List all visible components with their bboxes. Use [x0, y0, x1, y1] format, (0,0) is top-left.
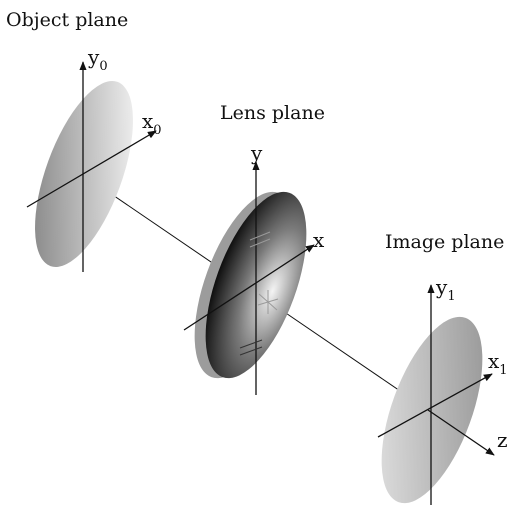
lens-x-axis [183, 244, 315, 331]
object-y0-label: y0 [87, 45, 108, 74]
lens-tick [239, 339, 263, 349]
image-plane-disk [381, 316, 483, 504]
image-x-axis [377, 373, 493, 438]
image-plane [377, 284, 495, 505]
lens-tick [239, 346, 263, 356]
image-plane-label: Image plane [385, 231, 504, 253]
lens-plane-label: Lens plane [220, 102, 325, 124]
object-plane-label: Object plane [6, 9, 128, 31]
object-plane [26, 61, 157, 272]
lens-y-label: y [250, 141, 263, 165]
object-x0-label: x0 [142, 109, 162, 138]
image-z-label: z [497, 428, 508, 452]
object-plane-x-axis [26, 130, 157, 208]
image-x1-label: x1 [488, 349, 508, 378]
focal-point-marker [257, 290, 279, 314]
lens-tick [249, 238, 271, 248]
lens-x-label: x [313, 228, 325, 252]
lens-tick [249, 231, 271, 241]
image-z-axis [427, 409, 495, 456]
image-y1-label: y1 [435, 275, 456, 304]
lens-plane [183, 161, 315, 395]
